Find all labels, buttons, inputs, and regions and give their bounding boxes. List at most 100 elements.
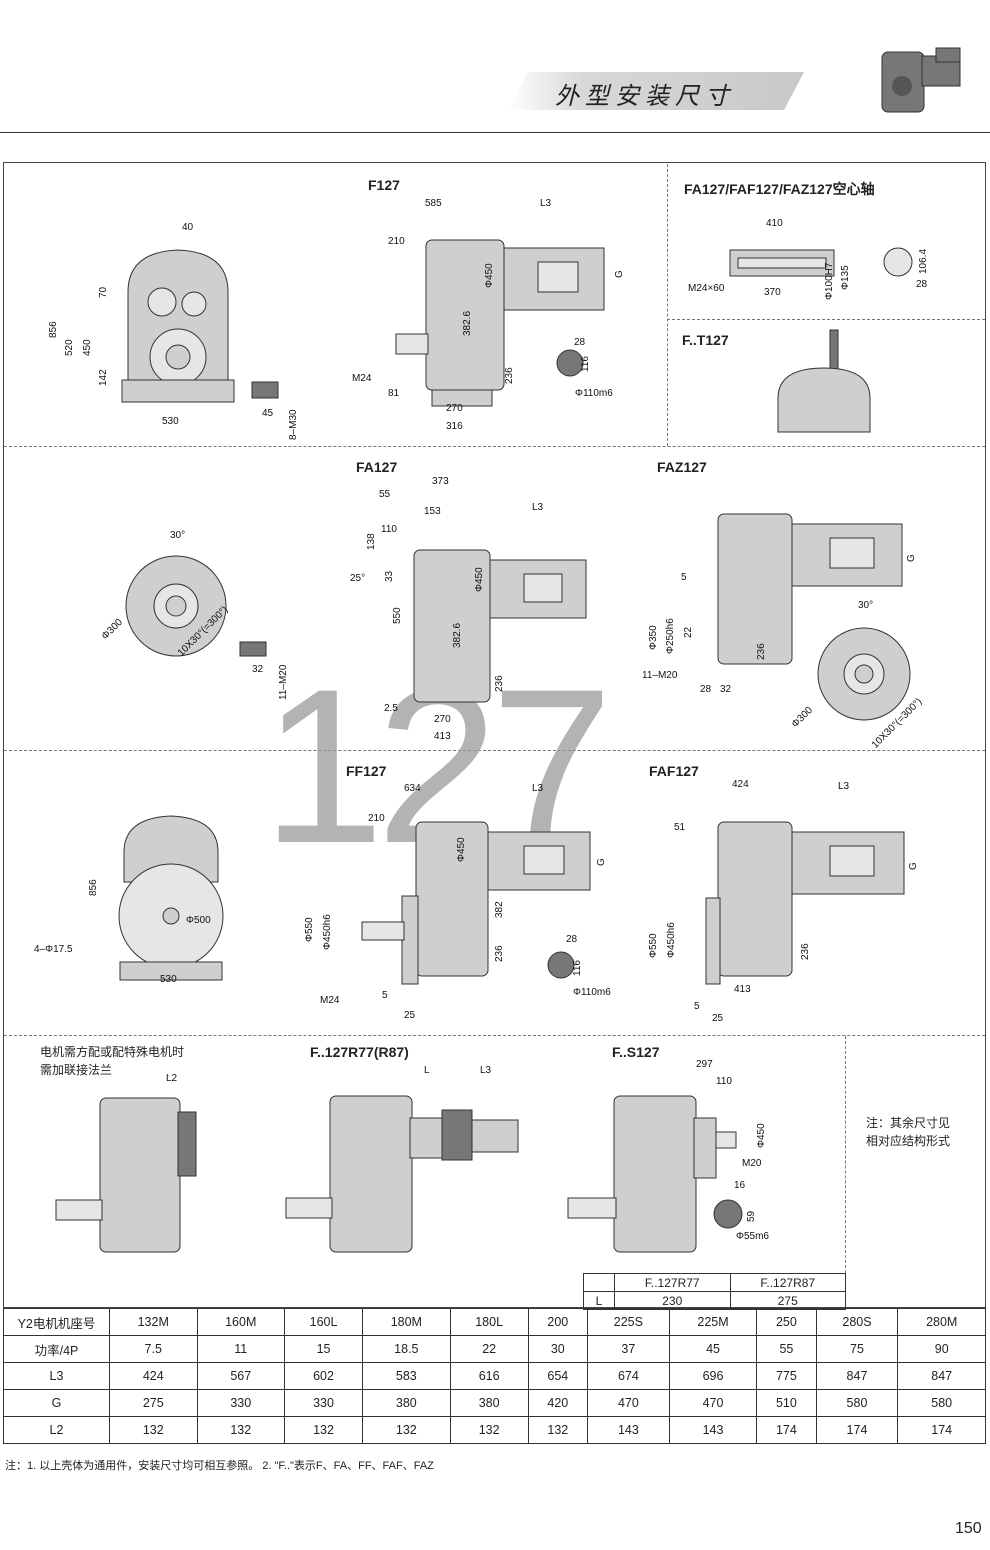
grid-divider	[4, 750, 985, 751]
dim-label: Φ110m6	[573, 987, 611, 998]
table-cell: 37	[586, 1335, 670, 1363]
dim-label: 5	[694, 1001, 700, 1012]
table-cell: 580	[815, 1389, 899, 1417]
dim-label: 270	[434, 714, 451, 725]
dim-label: 2.5	[384, 703, 398, 714]
table-cell: 567	[196, 1362, 285, 1390]
table-cell: 75	[815, 1335, 899, 1363]
dim-label: 373	[432, 476, 449, 487]
table-row: F..127R77 F..127R87	[583, 1273, 846, 1292]
dim-label: 25	[404, 1010, 416, 1021]
table-cell: L	[583, 1291, 615, 1310]
front-view-drawing	[121, 249, 235, 403]
dim-label: 32	[252, 664, 264, 675]
table-cell: 580	[897, 1389, 986, 1417]
dim-label: Φ55m6	[736, 1231, 769, 1242]
dim-label: 32	[720, 684, 732, 695]
grid-divider	[4, 446, 985, 447]
dim-label: 116	[572, 960, 583, 976]
dim-label: 270	[446, 403, 463, 414]
dim-label: 55	[379, 489, 391, 500]
table-cell: 180M	[362, 1308, 451, 1336]
dim-label: G	[908, 862, 919, 870]
gearbox-thumbnail-image	[881, 47, 961, 113]
table-cell: 380	[449, 1389, 529, 1417]
dim-label: Φ450	[474, 567, 485, 592]
table-cell: 280M	[897, 1308, 986, 1336]
row-header-cell: 功率/4P	[3, 1335, 110, 1363]
table-cell: 132	[283, 1416, 364, 1444]
table-cell: 18.5	[362, 1335, 451, 1363]
row-header-cell: L3	[3, 1362, 110, 1390]
dim-label: M24×60	[688, 283, 725, 294]
dim-label: 51	[674, 822, 686, 833]
dim-label: 530	[160, 974, 177, 985]
dim-label: Φ135	[840, 265, 851, 290]
table-cell: 132	[362, 1416, 451, 1444]
dim-label: 382	[494, 901, 505, 918]
table-cell: 380	[362, 1389, 451, 1417]
dim-label: 316	[446, 421, 463, 432]
dim-label: 5	[382, 990, 388, 1001]
hollow-shaft-drawing	[729, 249, 835, 277]
dim-label: 236	[494, 945, 505, 962]
bolt-hole-detail	[251, 381, 279, 399]
dim-label: 28	[566, 934, 578, 945]
table-cell: 280S	[815, 1308, 899, 1336]
dim-label: 28	[574, 337, 586, 348]
section-title-ft127: F..T127	[682, 332, 729, 348]
dim-label: 110	[381, 524, 397, 535]
table-cell: 90	[897, 1335, 986, 1363]
dim-label: 30°	[170, 530, 186, 541]
grid-divider	[845, 1036, 846, 1273]
dim-label: 81	[388, 388, 400, 399]
table-cell: 11	[196, 1335, 285, 1363]
thread-hole-detail	[239, 641, 267, 657]
section-title-r77: F..127R77(R87)	[310, 1044, 409, 1060]
dim-label: 520	[64, 339, 75, 356]
dim-label: 138	[366, 533, 377, 550]
dim-label: 856	[48, 321, 59, 338]
table-cell: 160L	[283, 1308, 364, 1336]
row-header-cell: Y2电机机座号	[3, 1308, 110, 1336]
dim-label: 33	[384, 570, 395, 582]
table-cell: 847	[897, 1362, 986, 1390]
page-title: 外型安装尺寸	[555, 82, 735, 110]
dim-label: 30°	[858, 600, 874, 611]
dim-label: 70	[98, 286, 109, 298]
fa127-flange-drawing	[125, 555, 227, 657]
dim-label: G	[614, 270, 625, 278]
dim-label: L3	[532, 783, 544, 794]
dim-label: M24	[352, 373, 372, 384]
table-cell: 583	[362, 1362, 451, 1390]
table-cell: 847	[815, 1362, 899, 1390]
dim-label: 11–M20	[642, 670, 678, 681]
header-rule	[0, 132, 990, 133]
table-cell: 330	[196, 1389, 285, 1417]
table-cell: 200	[527, 1308, 588, 1336]
dim-label: Φ550	[648, 933, 659, 958]
table-cell: 132M	[109, 1308, 198, 1336]
dim-label: Φ450h6	[322, 914, 333, 950]
r77-drawing	[285, 1095, 519, 1253]
dim-label: 236	[494, 675, 505, 692]
s127-drawing	[567, 1095, 737, 1253]
dim-label: L3	[532, 502, 544, 513]
dim-label: 142	[98, 369, 109, 386]
table-cell: 424	[109, 1362, 198, 1390]
table-cell: 225S	[586, 1308, 670, 1336]
section-title-ff127: FF127	[346, 763, 387, 779]
table-cell: 775	[756, 1362, 817, 1390]
ff127-drawing	[361, 821, 591, 985]
note-line: 注：其余尺寸见	[866, 1116, 951, 1130]
dim-label: 856	[88, 879, 99, 896]
table-cell: 654	[527, 1362, 588, 1390]
dim-label: 28	[916, 279, 928, 290]
table-cell: 45	[668, 1335, 758, 1363]
grid-divider	[4, 1035, 985, 1036]
dim-label: 106.4	[918, 248, 929, 274]
grid-divider	[667, 164, 668, 446]
